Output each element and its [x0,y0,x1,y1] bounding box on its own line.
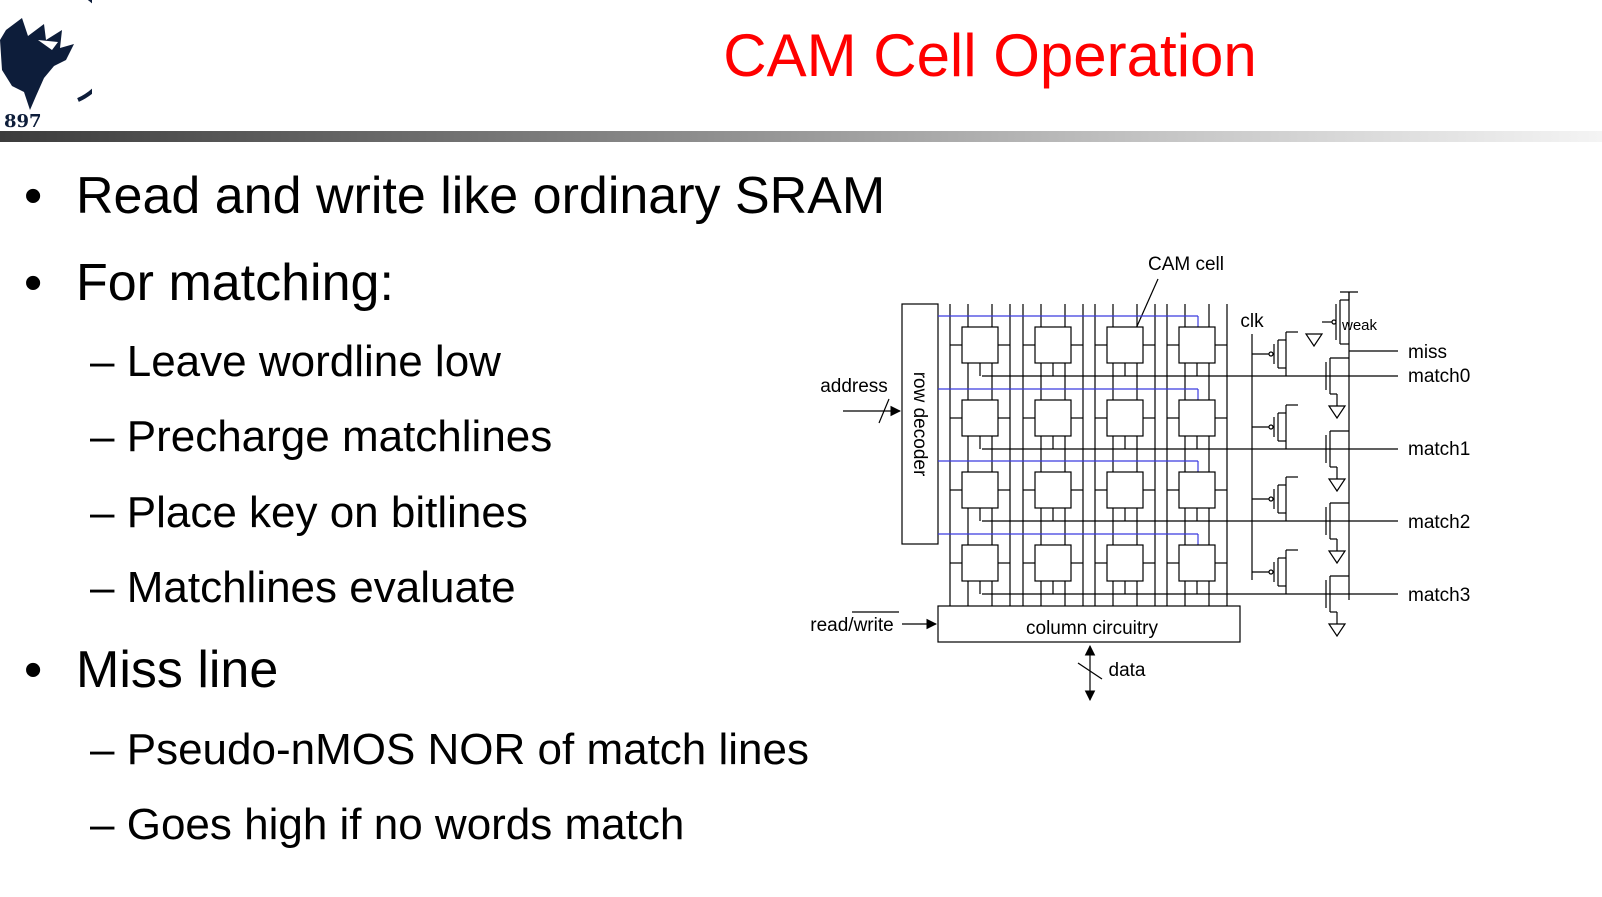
precharge-bubble [1268,424,1274,430]
ground-symbol [1327,550,1347,565]
weak-label: weak [1341,317,1378,334]
read-write-label: read/write [810,615,893,636]
ground-symbol [1327,405,1347,420]
miss-label: miss [1408,342,1447,363]
precharge-bubble [1268,351,1274,357]
match1-label: match1 [1408,439,1470,460]
logo-year: 897 [4,111,42,130]
eagle-seal-icon [0,0,92,110]
row-decoder-box [901,303,939,545]
cam-cell [1178,544,1216,582]
cam-cell [1034,544,1072,582]
sub-bullet-precharge: – Precharge matchlines [90,412,553,461]
cam-cell [1178,471,1216,509]
precharge-bubble [1268,569,1274,575]
address-label: address [820,376,888,397]
column-circuitry-box [937,605,1241,643]
match0-label: match0 [1408,366,1470,387]
clk-label: clk [1240,311,1264,332]
cell-grid [938,304,1398,606]
cam-cell-label: CAM cell [1148,254,1224,275]
row-circuits [1252,331,1349,638]
row-decoder-label: row decoder [909,372,930,477]
cam-cell [1106,326,1144,364]
precharge-bubble [1268,496,1274,502]
data-label: data [1109,660,1146,681]
cam-cell [961,399,999,437]
university-logo: 897 [0,0,92,130]
bullet-miss-line: •Miss line [24,641,279,699]
sub-bullet-pseudo-nmos: – Pseudo-nMOS NOR of match lines [90,725,809,774]
cam-cell [1034,399,1072,437]
cam-cell [961,471,999,509]
sub-bullet-place-key: – Place key on bitlines [90,488,528,537]
match3-label: match3 [1408,585,1470,606]
cam-cell [1178,399,1216,437]
ground-symbol [1327,623,1347,638]
cam-cell [1034,326,1072,364]
bullet-list: •Read and write like ordinary SRAM •For … [24,167,886,849]
sub-bullet-goes-high: – Goes high if no words match [90,800,685,849]
ground-symbol [1327,478,1347,493]
column-circuitry-label: column circuitry [1026,618,1158,639]
sub-bullet-evaluate: – Matchlines evaluate [90,563,516,612]
bullet-for-matching: •For matching: [24,254,394,312]
title-divider [0,131,1602,142]
cam-cell [1106,471,1144,509]
ground-symbol [1304,333,1324,348]
cam-cell [1178,326,1216,364]
cam-cell [961,326,999,364]
cam-cell [1106,544,1144,582]
bullet-read-write: •Read and write like ordinary SRAM [24,167,886,225]
match2-label: match2 [1408,512,1470,533]
sub-bullet-leave-wordline: – Leave wordline low [90,337,501,386]
cam-array-diagram: CAM cell address row decoder read/write … [810,254,1470,702]
slide-title: CAM Cell Operation [723,22,1257,89]
cam-cell [1106,399,1144,437]
cam-cell [1034,471,1072,509]
cam-cell [961,544,999,582]
